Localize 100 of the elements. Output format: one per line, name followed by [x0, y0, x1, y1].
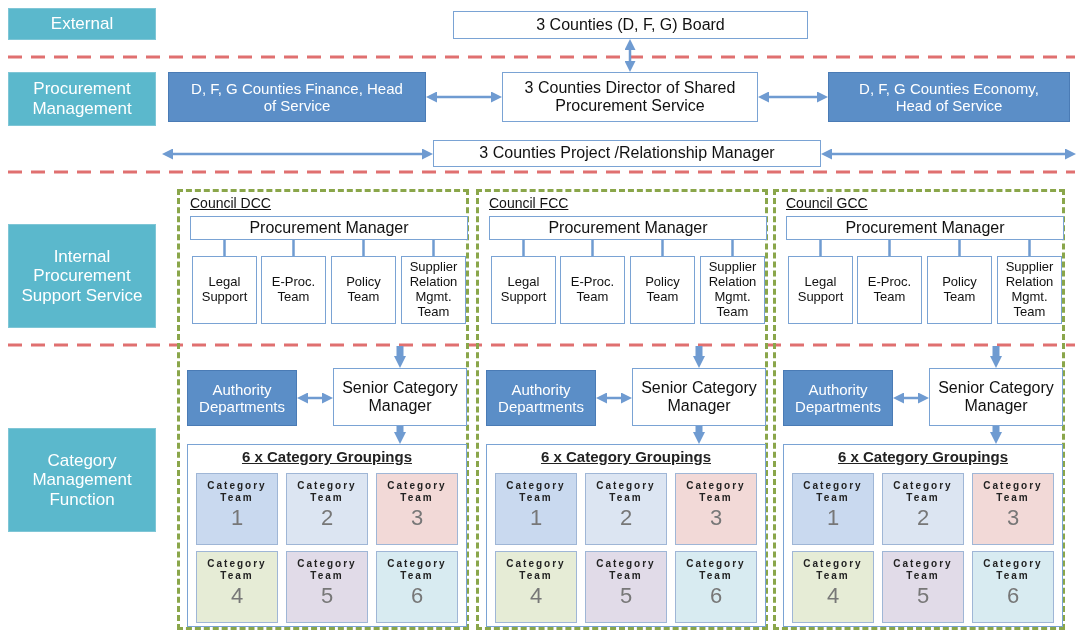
connector-line	[362, 240, 365, 256]
category-team-box	[882, 551, 964, 623]
team-label: Category Team	[892, 480, 954, 503]
category-team-box	[585, 551, 667, 623]
arrow	[596, 392, 632, 404]
category-team-box	[286, 473, 368, 545]
team-label: Category Team	[505, 480, 567, 503]
team-number: 1	[230, 505, 244, 531]
groupings-heading: 6 x Category Groupings	[539, 448, 712, 466]
groupings-panel	[486, 444, 766, 627]
connector-line	[1028, 240, 1031, 256]
team-label: Category Team	[296, 558, 358, 581]
category-team-box	[972, 551, 1054, 623]
team-number: 5	[916, 583, 930, 609]
arrow	[624, 39, 636, 72]
arrow	[297, 392, 333, 404]
arrow	[426, 91, 502, 103]
team-label: Category Team	[685, 480, 747, 503]
connector-line	[223, 240, 226, 256]
council-frame	[773, 189, 1065, 630]
team-box: Legal Support	[491, 256, 556, 324]
unit-box: D, F, G Counties Finance, Head of Service	[168, 72, 426, 122]
team-label: Category Team	[892, 558, 954, 581]
block-arrow	[394, 426, 406, 444]
role-box: 3 Counties (D, F, G) Board	[453, 11, 808, 39]
block-arrow	[990, 426, 1002, 444]
band-label: Internal Procurement Support Service	[8, 224, 156, 328]
team-number: 5	[619, 583, 633, 609]
arrow	[758, 91, 828, 103]
category-team-box	[196, 473, 278, 545]
category-team-box	[495, 551, 577, 623]
team-box: Legal Support	[788, 256, 853, 324]
arrow	[893, 392, 929, 404]
team-label: Category Team	[505, 558, 567, 581]
team-number: 1	[826, 505, 840, 531]
team-label: Category Team	[386, 558, 448, 581]
team-label: Category Team	[386, 480, 448, 503]
team-box: E-Proc. Team	[857, 256, 922, 324]
role-box: Procurement Manager	[786, 216, 1064, 240]
team-box: E-Proc. Team	[261, 256, 326, 324]
category-team-box	[585, 473, 667, 545]
team-box: E-Proc. Team	[560, 256, 625, 324]
team-box: Legal Support	[192, 256, 257, 324]
team-box: Supplier Relation Mgmt. Team	[997, 256, 1062, 324]
connector-line	[591, 240, 594, 256]
role-box: Senior Category Manager	[333, 368, 467, 426]
council-heading: Council GCC	[786, 195, 868, 212]
team-number: 3	[709, 505, 723, 531]
team-box: Policy Team	[927, 256, 992, 324]
category-team-box	[675, 551, 757, 623]
team-label: Category Team	[206, 558, 268, 581]
role-box: Procurement Manager	[489, 216, 767, 240]
category-team-box	[196, 551, 278, 623]
arrow	[821, 148, 1076, 160]
team-number: 6	[410, 583, 424, 609]
team-number: 5	[320, 583, 334, 609]
category-team-box	[495, 473, 577, 545]
connector-line	[522, 240, 525, 256]
band-label: Category Management Function	[8, 428, 156, 532]
team-box: Policy Team	[331, 256, 396, 324]
team-label: Category Team	[802, 480, 864, 503]
groupings-heading: 6 x Category Groupings	[836, 448, 1009, 466]
unit-box: Authority Departments	[486, 370, 596, 426]
band-label: External	[8, 8, 156, 40]
connector-line	[432, 240, 435, 256]
team-box: Policy Team	[630, 256, 695, 324]
team-number: 6	[1006, 583, 1020, 609]
band-label: Procurement Management	[8, 72, 156, 126]
team-label: Category Team	[802, 558, 864, 581]
council-frame	[476, 189, 768, 630]
team-box: Supplier Relation Mgmt. Team	[401, 256, 466, 324]
block-arrow	[693, 426, 705, 444]
connector-line	[661, 240, 664, 256]
connector-line	[958, 240, 961, 256]
category-team-box	[792, 551, 874, 623]
category-team-box	[792, 473, 874, 545]
groupings-panel	[187, 444, 467, 627]
connector-line	[292, 240, 295, 256]
connector-line	[819, 240, 822, 256]
category-team-box	[376, 551, 458, 623]
council-frame	[177, 189, 469, 630]
role-box: Senior Category Manager	[929, 368, 1063, 426]
role-box: Senior Category Manager	[632, 368, 766, 426]
team-label: Category Team	[982, 558, 1044, 581]
team-label: Category Team	[595, 480, 657, 503]
connector-line	[731, 240, 734, 256]
category-team-box	[376, 473, 458, 545]
team-number: 4	[826, 583, 840, 609]
team-number: 4	[230, 583, 244, 609]
team-label: Category Team	[595, 558, 657, 581]
role-box: 3 Counties Project /Relationship Manager	[433, 140, 821, 167]
team-number: 2	[916, 505, 930, 531]
unit-box: Authority Departments	[187, 370, 297, 426]
unit-box: D, F, G Counties Economy, Head of Service	[828, 72, 1070, 122]
team-number: 3	[410, 505, 424, 531]
team-label: Category Team	[296, 480, 358, 503]
arrow	[162, 148, 433, 160]
role-box: 3 Counties Director of Shared Procurement Service	[502, 72, 758, 122]
team-number: 2	[320, 505, 334, 531]
team-label: Category Team	[982, 480, 1044, 503]
